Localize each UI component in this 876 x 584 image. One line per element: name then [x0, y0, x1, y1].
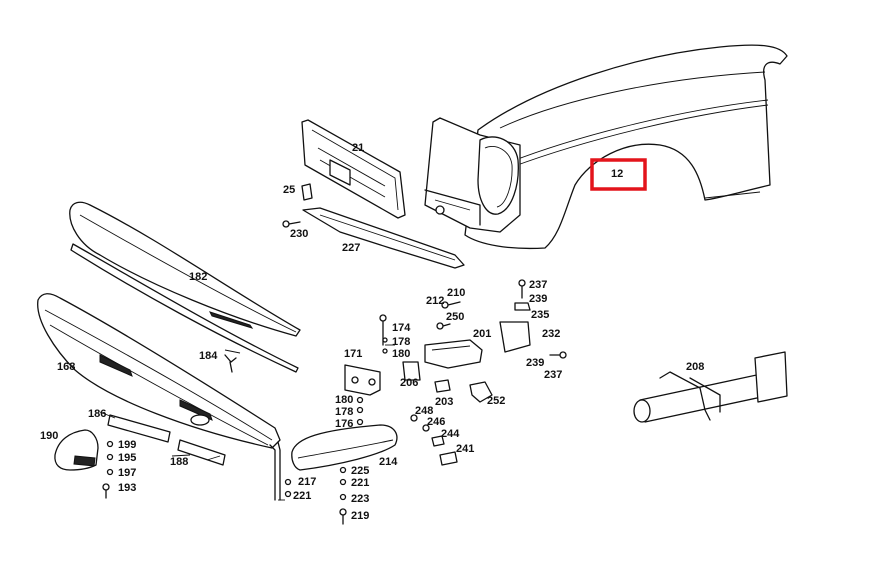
part-label-171[interactable]: 171 [344, 348, 362, 360]
headlamp-housing [424, 117, 521, 233]
part-label-186[interactable]: 186 [88, 408, 106, 420]
part-label-252[interactable]: 252 [487, 395, 505, 407]
part-label-239b[interactable]: 239 [526, 357, 544, 369]
tube-bracket-208[interactable] [633, 351, 788, 423]
part-label-214[interactable]: 214 [379, 456, 398, 468]
part-label-188[interactable]: 188 [170, 456, 188, 468]
part-label-12[interactable]: 12 [611, 168, 623, 180]
clip-part[interactable] [301, 183, 313, 201]
leader-lines [99, 344, 395, 501]
part-label-178b[interactable]: 178 [335, 406, 353, 418]
part-label-184[interactable]: 184 [199, 350, 218, 362]
part-label-180b[interactable]: 180 [335, 394, 353, 406]
part-label-246[interactable]: 246 [427, 416, 445, 428]
main-bumper[interactable] [37, 293, 281, 501]
part-label-190[interactable]: 190 [40, 430, 58, 442]
part-label-235[interactable]: 235 [531, 309, 549, 321]
part-label-199[interactable]: 199 [118, 439, 136, 451]
rubber-buffer-206[interactable] [402, 361, 421, 381]
bumper-bar-upper[interactable] [69, 201, 301, 337]
lower-apron[interactable] [302, 207, 465, 269]
part-label-221a[interactable]: 221 [293, 490, 311, 502]
part-label-230[interactable]: 230 [290, 228, 308, 240]
guard-fasteners[interactable] [102, 440, 114, 499]
part-label-217[interactable]: 217 [298, 476, 316, 488]
part-label-193[interactable]: 193 [118, 482, 136, 494]
part-label-212[interactable]: 212 [426, 295, 444, 307]
part-label-25[interactable]: 25 [283, 184, 295, 196]
part-label-241[interactable]: 241 [456, 443, 474, 455]
part-label-244[interactable]: 244 [441, 428, 460, 440]
part-label-174[interactable]: 174 [392, 322, 411, 334]
screw-part[interactable] [282, 220, 301, 228]
bumper-guard[interactable] [54, 429, 99, 471]
part-label-248[interactable]: 248 [415, 405, 433, 417]
bumper-pad-left[interactable] [107, 414, 171, 443]
side-bumper-214[interactable] [284, 424, 398, 525]
part-label-237b[interactable]: 237 [544, 369, 562, 381]
part-label-237a[interactable]: 237 [529, 279, 547, 291]
part-label-206[interactable]: 206 [400, 377, 418, 389]
part-label-203[interactable]: 203 [435, 396, 453, 408]
part-label-195[interactable]: 195 [118, 452, 136, 464]
part-label-210[interactable]: 210 [447, 287, 465, 299]
part-label-232[interactable]: 232 [542, 328, 560, 340]
part-label-208[interactable]: 208 [686, 361, 704, 373]
fender-panel[interactable] [464, 44, 788, 250]
part-label-168[interactable]: 168 [57, 361, 75, 373]
mount-bracket-232[interactable] [499, 279, 567, 359]
part-label-250[interactable]: 250 [446, 311, 464, 323]
part-label-178a[interactable]: 178 [392, 336, 410, 348]
part-label-223[interactable]: 223 [351, 493, 369, 505]
part-label-182[interactable]: 182 [189, 271, 207, 283]
part-label-221b[interactable]: 221 [351, 477, 369, 489]
part-label-219[interactable]: 219 [351, 510, 369, 522]
bumper-pad-right[interactable] [177, 439, 226, 466]
part-label-180a[interactable]: 180 [392, 348, 410, 360]
highlight-box [590, 158, 647, 191]
rubber-strip[interactable] [70, 243, 299, 373]
part-label-176[interactable]: 176 [335, 418, 353, 430]
part-label-21[interactable]: 21 [352, 142, 364, 154]
mount-bracket-201[interactable] [424, 301, 493, 403]
part-labels: 12 21 25 230 227 182 184 168 186 190 199… [40, 142, 704, 522]
part-label-201[interactable]: 201 [473, 328, 491, 340]
mount-bracket-171[interactable] [344, 314, 388, 426]
part-label-197[interactable]: 197 [118, 467, 136, 479]
small-clips[interactable] [410, 414, 458, 466]
part-label-239a[interactable]: 239 [529, 293, 547, 305]
grille-frame[interactable] [301, 119, 406, 219]
part-label-225[interactable]: 225 [351, 465, 369, 477]
part-label-227[interactable]: 227 [342, 242, 360, 254]
